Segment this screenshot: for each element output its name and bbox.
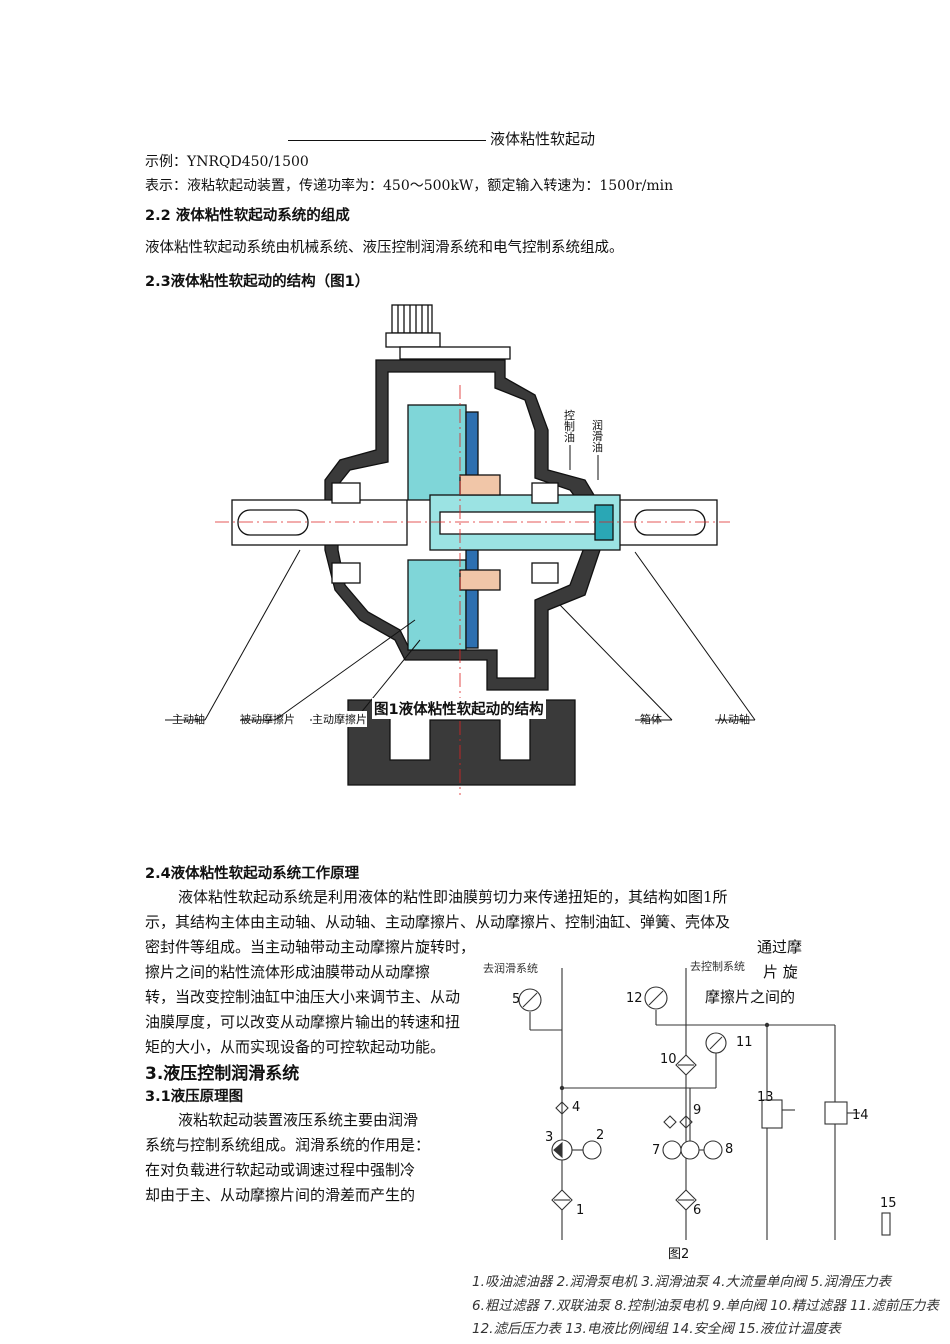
- callout-drive-shaft: 主动轴: [172, 713, 205, 726]
- para31-line-2: 系统与控制系统组成。润滑系统的作用是：: [145, 1136, 431, 1154]
- page-title: 液体粘性软起动: [490, 130, 596, 148]
- component-number-7: 7: [652, 1143, 661, 1158]
- para-line-1: 液体粘性软起动系统是利用液体的粘性即油膜剪切力来传递扭矩的，其结构如图1所: [178, 888, 728, 906]
- section-2-4-heading: 2.4液体粘性软起动系统工作原理: [145, 866, 360, 882]
- figure-2-caption: 图2: [668, 1247, 690, 1262]
- para-right-3: 摩擦片之间的: [705, 988, 796, 1006]
- component-number-4: 4: [572, 1100, 581, 1115]
- para-line-6: 油膜厚度，可以改变从动摩擦片输出的转速和扭: [145, 1013, 461, 1031]
- para-right-2: 片 旋: [763, 963, 798, 981]
- legend-line-2: 6.粗过滤器 7.双联油泵 8.控制油泵电机 9.单向阀 10.精过滤器 11.…: [472, 1298, 939, 1314]
- label-to-lube-system: 去润滑系统: [483, 962, 538, 975]
- component-number-12: 12: [626, 991, 643, 1006]
- para-line-2: 示，其结构主体由主动轴、从动轴、主动摩擦片、从动摩擦片、控制油缸、弹簧、壳体及: [145, 913, 731, 931]
- label-control-oil: 控制油: [564, 409, 575, 444]
- component-number-3: 3: [545, 1130, 554, 1145]
- para31-line-1: 液粘软起动装置液压系统主要由润滑: [178, 1111, 419, 1129]
- component-number-10: 10: [660, 1052, 677, 1067]
- component-number-1: 1: [576, 1203, 585, 1218]
- component-number-15: 15: [880, 1196, 897, 1211]
- component-number-11: 11: [736, 1035, 753, 1050]
- component-number-6: 6: [693, 1203, 702, 1218]
- component-number-9: 9: [693, 1103, 702, 1118]
- para-line-4: 擦片之间的粘性流体形成油膜带动从动摩擦: [145, 963, 431, 981]
- para-right-1: 通过摩: [757, 938, 803, 956]
- callout-driven-plate: 被动摩擦片: [240, 713, 295, 726]
- label-to-control-system: 去控制系统: [690, 960, 745, 973]
- para31-line-3: 在对负载进行软起动或调速过程中强制冷: [145, 1161, 416, 1179]
- callout-drive-plate: 主动摩擦片: [312, 711, 367, 727]
- legend-line-3: 12.滤后压力表 13.电液比例阀组 14.安全阀 15.液位计温度表: [472, 1321, 841, 1337]
- para31-line-4: 却由于主、从动摩擦片间的滑差而产生的: [145, 1186, 416, 1204]
- section-2-3-heading: 2.3液体粘性软起动的结构（图1）: [145, 274, 370, 290]
- component-number-2: 2: [596, 1128, 605, 1143]
- section-3-heading: 3.液压控制润滑系统: [145, 1064, 300, 1084]
- component-number-8: 8: [725, 1142, 734, 1157]
- example-desc: 表示：液粘软起动装置，传递功率为：450～500kW，额定输入转速为：1500r…: [145, 178, 674, 194]
- component-number-14: 14: [852, 1108, 869, 1123]
- header-underline: [288, 140, 486, 141]
- section-2-2-heading: 2.2 液体粘性软起动系统的组成: [145, 208, 350, 224]
- component-number-5: 5: [512, 992, 521, 1007]
- section-2-2-body: 液体粘性软起动系统由机械系统、液压控制润滑系统和电气控制系统组成。: [145, 240, 624, 256]
- component-number-13: 13: [757, 1090, 774, 1105]
- para-line-3: 密封件等组成。当主动轴带动主动摩擦片旋转时，: [145, 938, 476, 956]
- para-line-7: 矩的大小，从而实现设备的可控软起动功能。: [145, 1038, 446, 1056]
- callout-output-shaft: 从动轴: [717, 713, 750, 726]
- label-lube-oil: 润滑油: [592, 419, 603, 454]
- callout-housing: 箱体: [640, 713, 662, 726]
- figure-1-caption: 图1液体粘性软起动的结构: [372, 698, 546, 719]
- para-line-5: 转，当改变控制油缸中油压大小来调节主、从动: [145, 988, 461, 1006]
- section-3-1-heading: 3.1液压原理图: [145, 1089, 244, 1105]
- legend-line-1: 1.吸油滤油器 2.润滑泵电机 3.润滑油泵 4.大流量单向阀 5.润滑压力表: [472, 1274, 892, 1290]
- example-line: 示例：YNRQD450/1500: [145, 154, 309, 170]
